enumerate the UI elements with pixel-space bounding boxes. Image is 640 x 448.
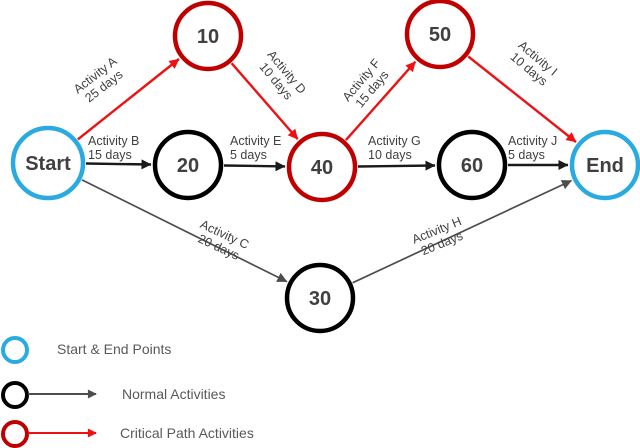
edge-activity-G [357,160,436,171]
edge-label-activity-C: Activity C20 days [192,217,251,264]
edge-activity-I [467,55,577,143]
edge-activity-F [345,60,417,141]
edge-activity-C [81,179,288,283]
node-label-end: End [586,155,624,177]
node-label-50: 50 [429,24,451,46]
edge-activity-E [223,161,286,172]
edge-activity-B [85,159,152,170]
edge-label-activity-F: Activity F15 days [340,56,394,113]
legend-row-normal-activities: Normal Activities [0,380,640,409]
edge-activity-H [352,179,572,284]
node-label-60: 60 [461,155,483,177]
legend-label-normal-activities: Normal Activities [122,386,226,402]
legend-row-critical-path: Critical Path Activities [0,419,640,448]
edge-label-activity-I: Activity I10 days [507,38,561,89]
edge-activity-A [77,58,180,141]
edge-label-activity-H: Activity H20 days [410,214,469,259]
critical-arrow-icon [28,428,97,438]
node-end: End [569,129,640,201]
node-30: 30 [284,262,356,334]
node-40: 40 [286,131,358,203]
normal-node-icon [1,381,29,409]
edge-activity-D [230,62,299,140]
node-start: Start [10,125,86,201]
node-60: 60 [436,129,508,201]
normal-arrow-icon [28,389,97,399]
edge-label-activity-A: Activity A25 days [71,54,129,108]
legend-label-start-end: Start & End Points [57,341,172,357]
node-label-10: 10 [197,26,219,48]
node-20: 20 [152,129,224,201]
node-10: 10 [172,0,244,72]
legend-label-critical-path: Critical Path Activities [120,425,254,441]
critical-node-icon [1,420,29,448]
node-label-20: 20 [177,155,199,177]
legend-row-start-end: Start & End Points [0,335,640,364]
node-label-30: 30 [309,288,331,310]
node-50: 50 [404,0,476,70]
start-end-node-icon [1,336,29,364]
node-label-40: 40 [311,157,333,179]
node-label-start: Start [25,153,71,175]
